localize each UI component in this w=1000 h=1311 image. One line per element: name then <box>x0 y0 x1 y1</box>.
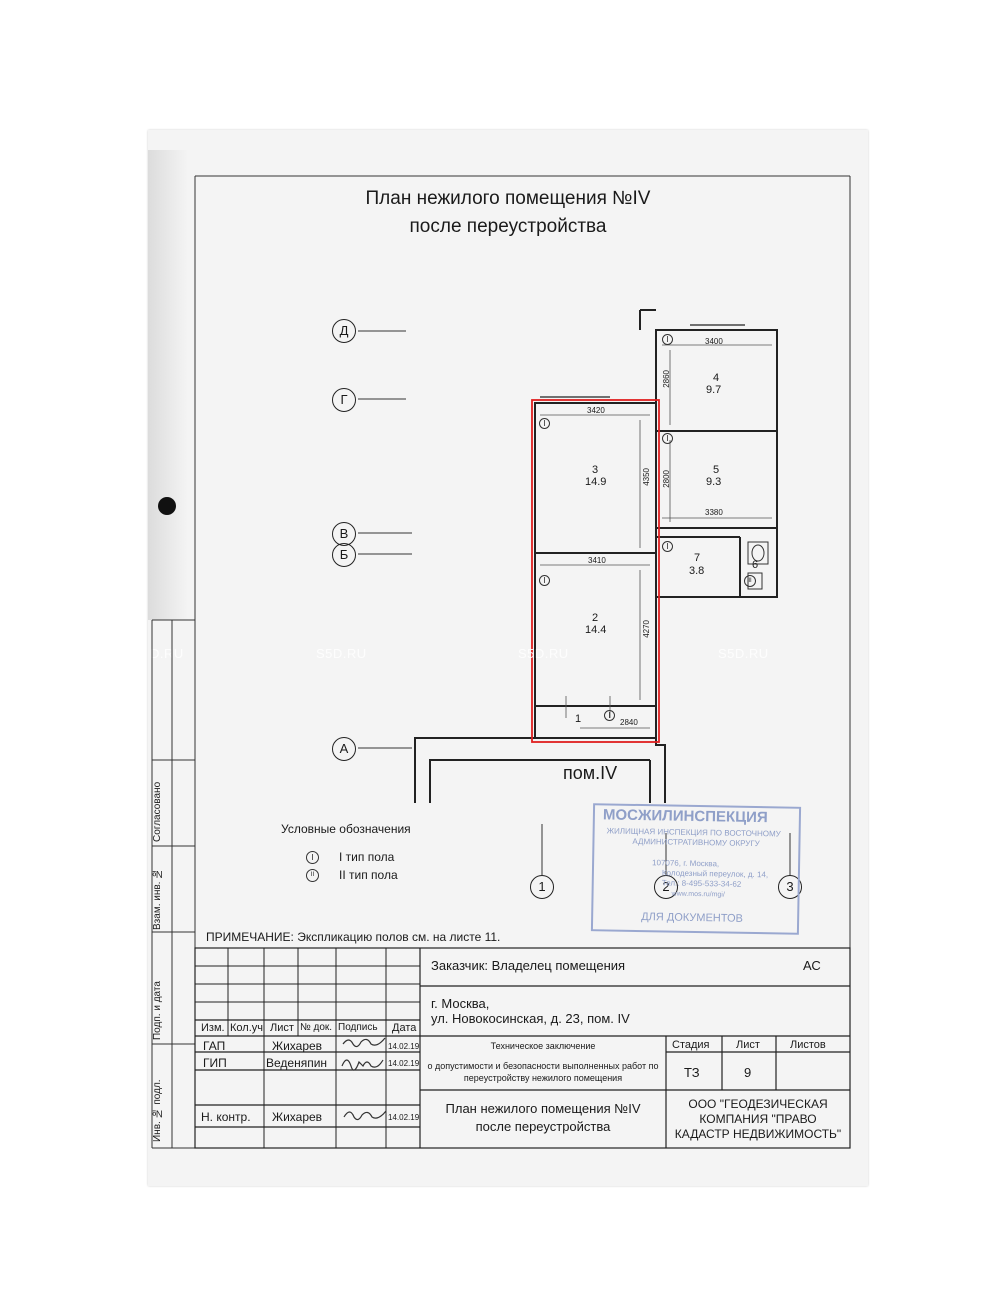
row-gap-name: Жихарев <box>272 1039 323 1053</box>
row-nkontr-name: Жихарев <box>272 1110 323 1124</box>
doc-title-3: переустройству нежилого помещения <box>463 1073 623 1083</box>
room-4-width: 3400 <box>705 337 723 346</box>
row-gap-date: 14.02.19 <box>388 1042 420 1051</box>
room-6-number: 6 <box>752 559 759 571</box>
floor-mark-room7: I <box>662 541 673 552</box>
sheets-header: Листов <box>790 1039 826 1051</box>
title-block-address-2: ул. Новокосинская, д. 23, пом. IV <box>431 1011 630 1026</box>
header-kol-uch: Кол.уч <box>230 1022 263 1034</box>
row-gap-role: ГАП <box>203 1039 226 1053</box>
watermark-1: D.RU <box>150 646 184 661</box>
room-1-width: 2840 <box>620 718 638 727</box>
sheet-title-2: после переустройства <box>475 1119 611 1134</box>
floor-mark-room4: I <box>662 334 673 345</box>
floor-mark-room2: I <box>539 575 550 586</box>
row-nkontr-role: Н. контр. <box>201 1110 251 1124</box>
watermark-4: S5D.RU <box>718 646 769 661</box>
floor-mark-room1: I <box>604 710 615 721</box>
axis-label-d: Д <box>332 319 356 343</box>
doc-title-1: Техническое заключение <box>490 1041 596 1051</box>
binder-hole <box>158 497 176 515</box>
header-list: Лист <box>270 1022 294 1034</box>
title-block-customer: Заказчик: Владелец помещения <box>431 958 626 973</box>
doc-title-2: о допустимости и безопасности выполненны… <box>427 1061 659 1071</box>
premises-label: пом.IV <box>563 763 618 783</box>
legend-mark-1: I <box>306 851 319 864</box>
axis-label-1: 1 <box>530 875 554 899</box>
room-2-number: 2 <box>592 612 599 624</box>
scan-shadow <box>148 150 188 620</box>
axis-label-g: Г <box>332 388 356 412</box>
sheet-value: 9 <box>744 1065 752 1080</box>
company-line-2: КОМПАНИЯ "ПРАВО <box>699 1112 817 1126</box>
floor-mark-room3: I <box>539 418 550 429</box>
room-3-area: 14.9 <box>585 476 607 488</box>
header-date: Дата <box>392 1022 417 1034</box>
floor-mark-room5: I <box>662 433 673 444</box>
watermark-3: S5D.RU <box>518 646 569 661</box>
legend-item-2: II тип пола <box>339 868 398 882</box>
row-gip-role: ГИП <box>203 1056 227 1070</box>
company-line-3: КАДАСТР НЕДВИЖИМОСТЬ" <box>674 1127 842 1141</box>
watermark-2: S5D.RU <box>316 646 367 661</box>
row-nkontr-date: 14.02.19 <box>388 1113 420 1122</box>
header-doc-no: № док. <box>300 1022 333 1033</box>
room-2-width: 3410 <box>588 556 606 565</box>
axis-label-3: 3 <box>778 875 802 899</box>
sheet-header: Лист <box>736 1039 760 1051</box>
room-2-area: 14.4 <box>585 624 607 636</box>
row-gip-date: 14.02.19 <box>388 1059 420 1068</box>
document-sheet <box>148 130 868 1186</box>
legend-item-1: I тип пола <box>339 850 395 864</box>
stage-header: Стадия <box>672 1039 710 1051</box>
room-4-number: 4 <box>713 372 720 384</box>
room-5-width: 3380 <box>705 508 723 517</box>
row-gip-name: Веденяпин <box>266 1056 328 1070</box>
room-3-width: 3420 <box>587 406 605 415</box>
sheet-title-1: План нежилого помещения №IV <box>445 1101 641 1116</box>
room-1-number: 1 <box>575 713 582 725</box>
header-izm: Изм. <box>201 1022 225 1034</box>
company-line-1: ООО "ГЕОДЕЗИЧЕСКАЯ <box>688 1097 828 1111</box>
room-5-area: 9.3 <box>706 476 722 488</box>
room-5-number: 5 <box>713 464 720 476</box>
premises-boundary <box>531 399 660 743</box>
page-subtitle: после переустройства <box>409 216 607 237</box>
legend-mark-2: II <box>306 869 319 882</box>
stage-value: ТЗ <box>684 1065 700 1080</box>
legend-heading: Условные обозначения <box>281 822 411 836</box>
floor-mark-room6: II <box>744 575 756 587</box>
plan-note: ПРИМЕЧАНИЕ: Экспликацию полов см. на лис… <box>206 930 501 944</box>
axis-label-a: А <box>332 737 356 761</box>
axis-label-2: 2 <box>654 875 678 899</box>
room-3-number: 3 <box>592 464 599 476</box>
title-block-address-1: г. Москва, <box>431 996 490 1011</box>
room-7-number: 7 <box>694 552 701 564</box>
title-block-code: АС <box>803 958 821 973</box>
header-signature: Подпись <box>338 1022 378 1033</box>
room-7-area: 3.8 <box>689 565 705 577</box>
room-4-area: 9.7 <box>706 384 722 396</box>
axis-label-b: Б <box>332 543 356 567</box>
page-title: План нежилого помещения №IV <box>365 188 651 209</box>
